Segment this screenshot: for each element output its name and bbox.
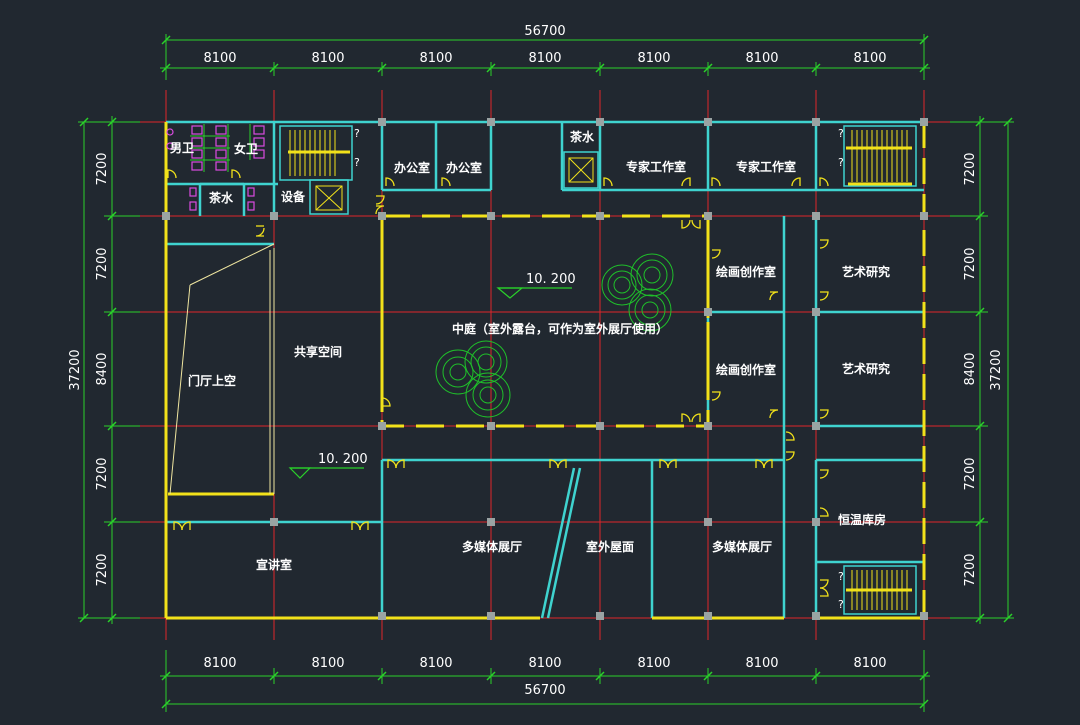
room-art-1: 艺术研究 — [842, 264, 890, 279]
elevator-left-icon — [309, 179, 349, 215]
dim-bay-bottom-5: 8100 — [637, 656, 670, 671]
room-outdoor-roof: 室外屋面 — [586, 539, 634, 554]
wc-fixtures — [166, 125, 265, 211]
stair-mark-4: ? — [838, 156, 844, 169]
dim-bay-bottom-6: 8100 — [745, 656, 778, 671]
dim-bay-bottom-1: 8100 — [203, 656, 236, 671]
room-shared-space: 共享空间 — [294, 344, 342, 359]
dim-total-width-bottom: 56700 — [524, 683, 565, 698]
dim-bay-top-7: 8100 — [853, 51, 886, 66]
stair-bottom-right — [843, 565, 917, 615]
dim-bay-bottom-4: 8100 — [528, 656, 561, 671]
dim-row-right-5: 7200 — [963, 553, 978, 586]
stair-top-right — [843, 125, 917, 187]
dim-bay-top-5: 8100 — [637, 51, 670, 66]
stair-mark-2: ? — [354, 156, 360, 169]
stair-mark-3: ? — [838, 127, 844, 140]
dim-bay-bottom-2: 8100 — [311, 656, 344, 671]
room-office-2: 办公室 — [446, 160, 482, 175]
dim-row-right-1: 7200 — [963, 152, 978, 185]
walls-cyan — [166, 120, 924, 619]
dim-row-left-4: 7200 — [95, 457, 110, 490]
dim-total-depth-left: 37200 — [68, 349, 83, 390]
stair-top-left — [279, 125, 353, 181]
columns — [162, 118, 928, 620]
wc-partitions — [190, 124, 251, 172]
room-media-1: 多媒体展厅 — [462, 539, 522, 554]
doors — [167, 169, 829, 597]
dim-row-right-4: 7200 — [963, 457, 978, 490]
stair-mark-6: ? — [838, 598, 844, 611]
dim-bay-top-4: 8100 — [528, 51, 561, 66]
elevator-top-icon — [563, 151, 599, 189]
level-marker-shared-icon — [288, 467, 364, 479]
room-art-2: 艺术研究 — [842, 361, 890, 376]
room-painting-1: 绘画创作室 — [716, 264, 776, 279]
room-expert-1: 专家工作室 — [626, 159, 686, 174]
dim-bay-top-3: 8100 — [419, 51, 452, 66]
dim-total-width-top: 56700 — [524, 24, 565, 39]
room-tea-left: 茶水 — [208, 190, 234, 205]
dim-bay-bottom-3: 8100 — [419, 656, 452, 671]
dim-bay-bottom-7: 8100 — [853, 656, 886, 671]
dim-row-right-2: 7200 — [963, 247, 978, 280]
dim-bay-top-2: 8100 — [311, 51, 344, 66]
room-lecture: 宣讲室 — [256, 557, 292, 572]
level-marker-atrium-icon — [496, 287, 572, 299]
dimension-ticks — [79, 35, 1013, 709]
dim-bay-top-6: 8100 — [745, 51, 778, 66]
room-storage: 恒温库房 — [838, 512, 886, 527]
room-tea-top: 茶水 — [569, 129, 595, 144]
room-painting-2: 绘画创作室 — [716, 362, 776, 377]
room-lobby-void: 门厅上空 — [188, 373, 236, 388]
dim-row-left-3: 8400 — [95, 352, 110, 385]
dim-bay-top-1: 8100 — [203, 51, 236, 66]
level-shared: 10. 200 — [318, 452, 368, 467]
dim-row-right-3: 8400 — [963, 352, 978, 385]
dim-row-left-5: 7200 — [95, 553, 110, 586]
walls-yellow — [164, 122, 926, 620]
level-atrium: 10. 200 — [526, 272, 576, 287]
stair-mark-1: ? — [354, 127, 360, 140]
dim-row-left-1: 7200 — [95, 152, 110, 185]
room-female-wc: 女卫 — [234, 141, 258, 156]
room-office-1: 办公室 — [394, 160, 430, 175]
tree-cluster-icon — [435, 253, 674, 418]
room-expert-2: 专家工作室 — [736, 159, 796, 174]
dim-row-left-2: 7200 — [95, 247, 110, 280]
room-male-wc: 男卫 — [170, 141, 194, 155]
room-media-2: 多媒体展厅 — [712, 539, 772, 554]
stair-mark-5: ? — [838, 570, 844, 583]
room-atrium: 中庭（室外露台，可作为室外展厅使用） — [452, 321, 668, 336]
lobby-void-lines — [169, 243, 275, 495]
room-equipment: 设备 — [281, 189, 306, 204]
dim-total-depth-right: 37200 — [989, 349, 1004, 390]
dimension-lines — [78, 34, 1014, 712]
